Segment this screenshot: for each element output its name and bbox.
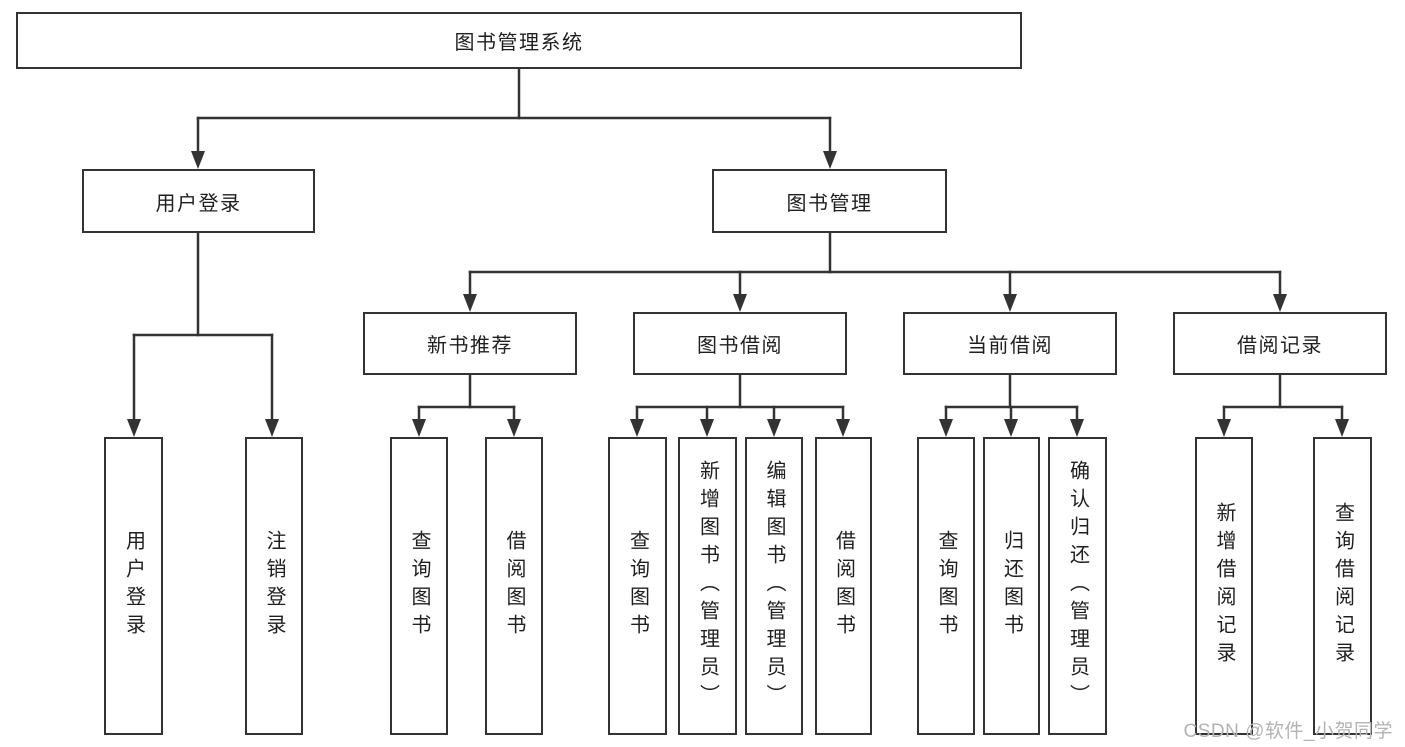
- leaf-add-books-admin-label: 新增图书（管理员）: [696, 460, 719, 712]
- csdn-watermark: CSDN @软件_小贺同学: [1183, 721, 1393, 742]
- node-book-management-label: 图书管理: [786, 192, 873, 215]
- leaf-add-borrow-record: 新增借阅记录: [1195, 437, 1253, 735]
- node-new-book-recommend-label: 新书推荐: [427, 335, 513, 357]
- node-current-borrowing-label: 当前借阅: [967, 335, 1053, 357]
- leaf-edit-books-admin-label: 编辑图书（管理员）: [763, 460, 785, 712]
- leaf-user-login-label: 用户登录: [122, 530, 145, 642]
- leaf-query-books-borrowing: 查询图书: [608, 437, 667, 735]
- leaf-query-books-borrowing-label: 查询图书: [626, 530, 649, 642]
- node-root-system-label: 图书管理系统: [454, 32, 584, 54]
- leaf-query-books-recommend-label: 查询图书: [408, 530, 430, 642]
- leaf-query-borrow-record-label: 查询借阅记录: [1331, 502, 1354, 670]
- leaf-edit-books-admin: 编辑图书（管理员）: [745, 437, 803, 735]
- node-book-borrowing: 图书借阅: [633, 312, 847, 375]
- node-user-login: 用户登录: [82, 169, 315, 233]
- leaf-logout: 注销登录: [245, 437, 303, 735]
- arrowheads: [127, 151, 1349, 437]
- node-root-system: 图书管理系统: [16, 12, 1022, 69]
- leaf-query-books-current-label: 查询图书: [935, 530, 957, 642]
- node-user-login-label: 用户登录: [155, 192, 242, 215]
- node-new-book-recommend: 新书推荐: [363, 312, 577, 375]
- leaf-query-books-recommend: 查询图书: [390, 437, 448, 735]
- leaf-confirm-return-admin: 确认归还（管理员）: [1048, 437, 1107, 735]
- leaf-logout-label: 注销登录: [263, 530, 285, 642]
- node-book-borrowing-label: 图书借阅: [697, 335, 783, 357]
- leaf-borrow-books-label: 借阅图书: [832, 530, 855, 642]
- leaf-return-books: 归还图书: [983, 437, 1040, 735]
- leaf-borrow-books-recommend: 借阅图书: [485, 437, 543, 735]
- leaf-confirm-return-admin-label: 确认归还（管理员）: [1066, 460, 1089, 712]
- leaf-query-borrow-record: 查询借阅记录: [1313, 437, 1372, 735]
- leaf-add-books-admin: 新增图书（管理员）: [678, 437, 737, 735]
- leaf-user-login: 用户登录: [104, 437, 163, 735]
- leaf-return-books-label: 归还图书: [1000, 530, 1023, 642]
- node-borrowing-records: 借阅记录: [1173, 312, 1387, 375]
- leaf-add-borrow-record-label: 新增借阅记录: [1213, 502, 1235, 670]
- node-current-borrowing: 当前借阅: [903, 312, 1117, 375]
- leaf-borrow-books: 借阅图书: [815, 437, 872, 735]
- node-book-management: 图书管理: [712, 169, 947, 233]
- node-borrowing-records-label: 借阅记录: [1237, 335, 1323, 357]
- leaf-query-books-current: 查询图书: [917, 437, 975, 735]
- leaf-borrow-books-recommend-label: 借阅图书: [503, 530, 525, 642]
